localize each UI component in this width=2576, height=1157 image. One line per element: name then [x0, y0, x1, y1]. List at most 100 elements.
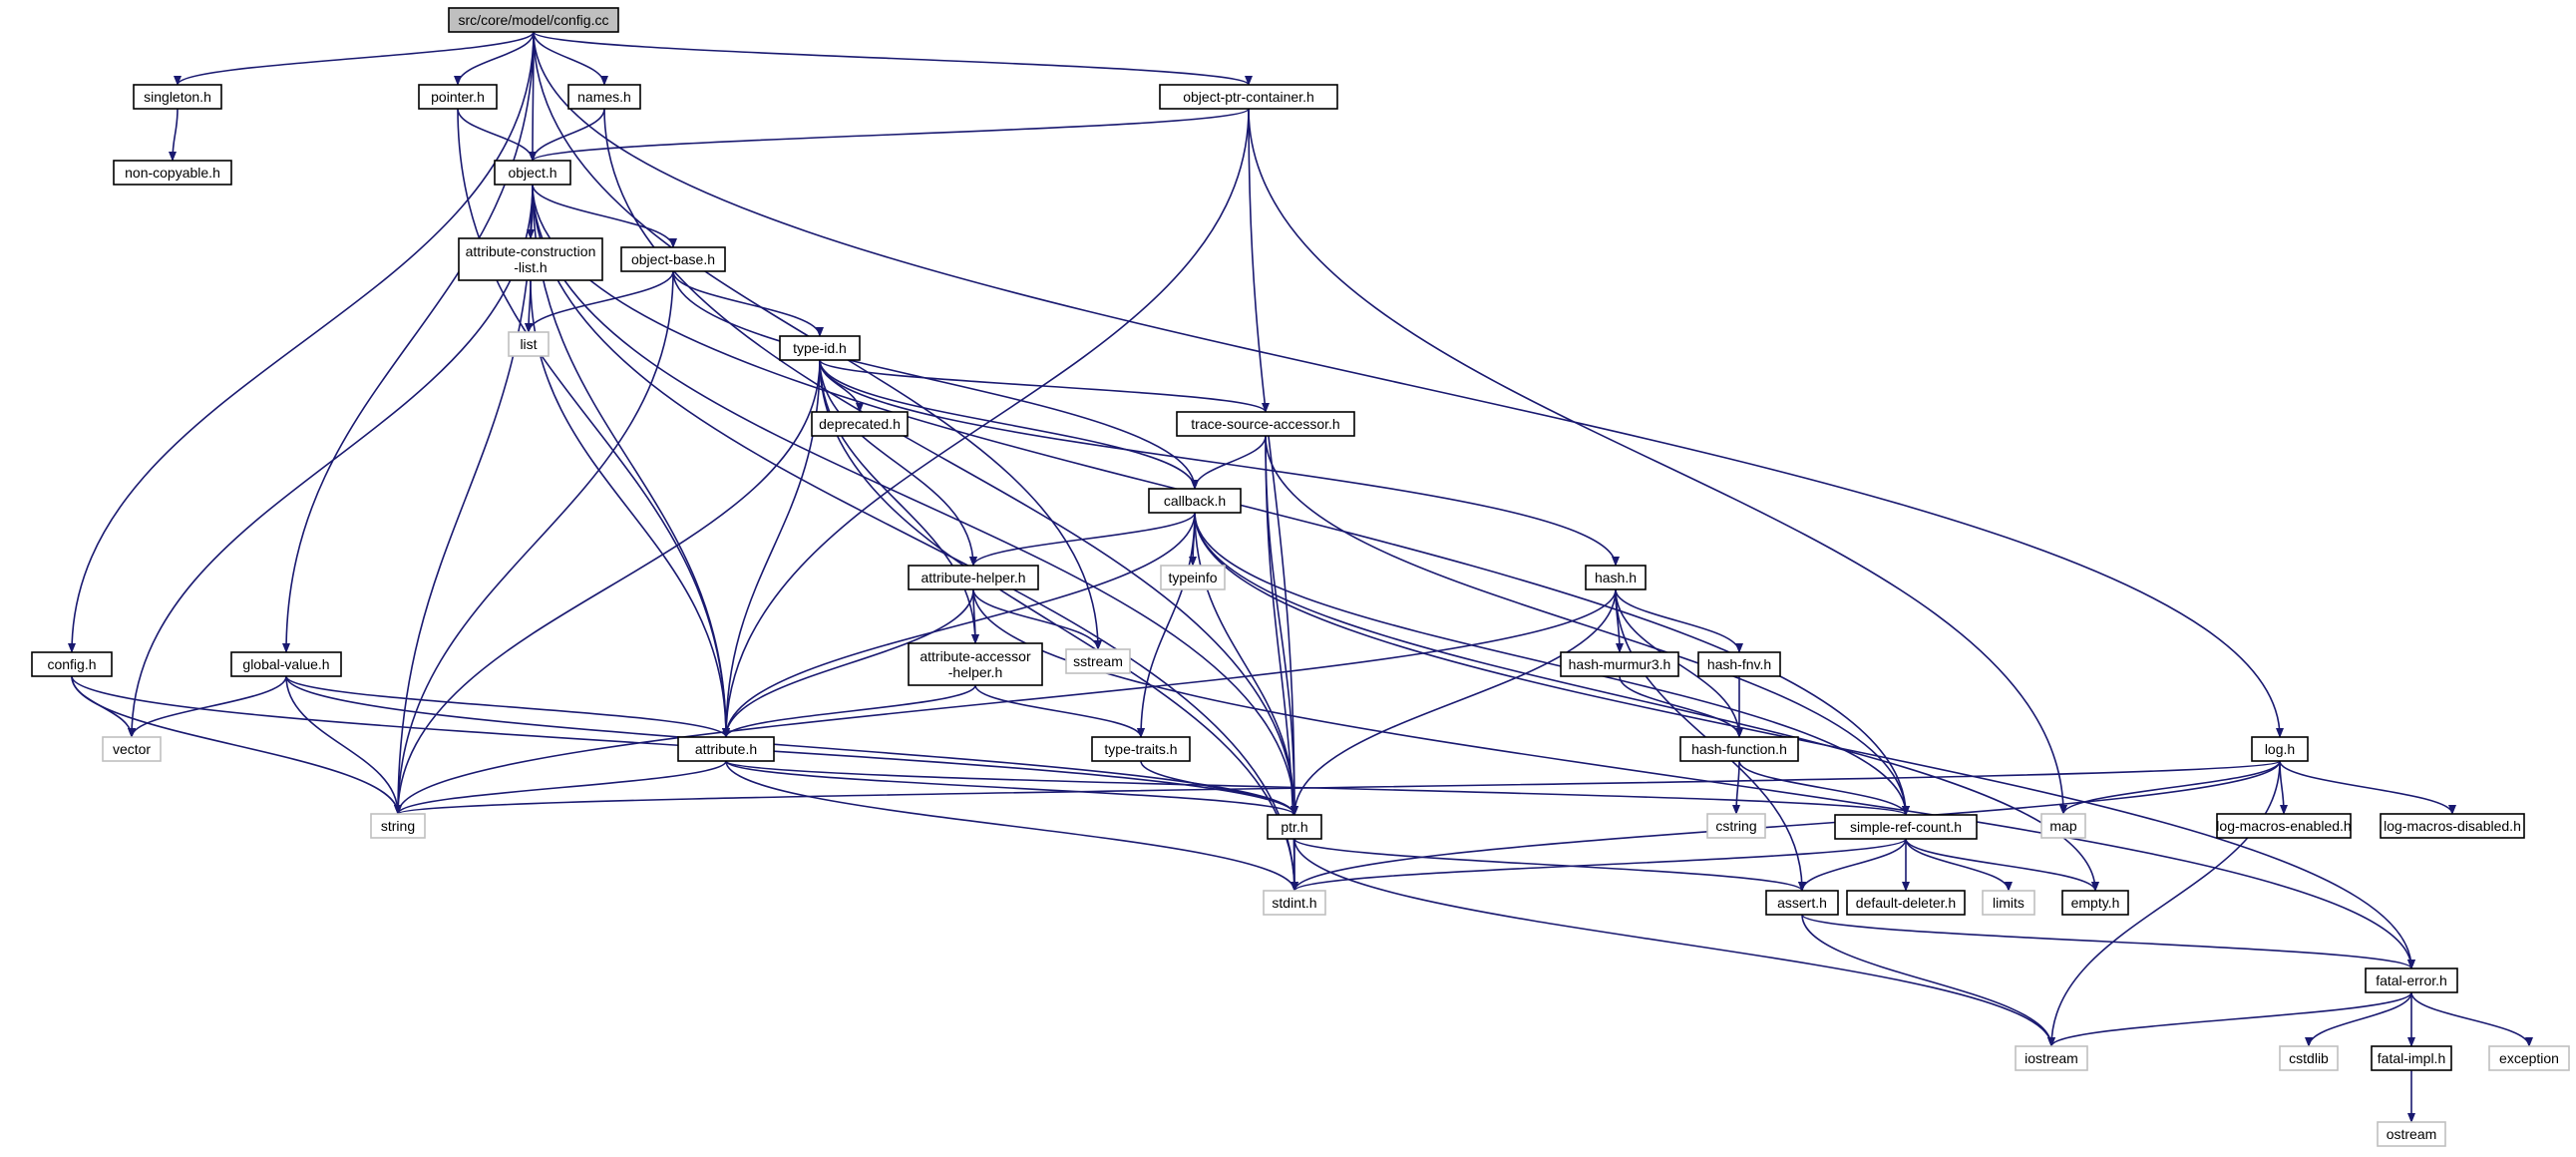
node-singleton-h[interactable]: singleton.h — [133, 84, 222, 110]
node-type-id-h[interactable]: type-id.h — [779, 335, 861, 361]
node-iostream: iostream — [2015, 1045, 2088, 1071]
node-label: attribute.h — [695, 741, 757, 757]
node-box — [1148, 488, 1242, 514]
node-label: string — [381, 818, 415, 834]
node-box — [1834, 814, 1978, 840]
node-attribute-accessor-helper-h[interactable]: attribute-accessor-helper.h — [908, 642, 1043, 686]
node-type-traits-h[interactable]: type-traits.h — [1091, 736, 1191, 762]
node-non-copyable-h[interactable]: non-copyable.h — [113, 160, 232, 186]
node-label: hash-function.h — [1691, 741, 1787, 757]
node-object-base-h[interactable]: object-base.h — [620, 246, 726, 272]
edge-object-h-to-vector — [128, 184, 534, 738]
node-pointer-h[interactable]: pointer.h — [418, 84, 498, 110]
edge-simple-ref-count-h-to-empty-h — [1905, 838, 2099, 892]
node-object-h[interactable]: object.h — [494, 160, 571, 186]
node-box — [2371, 1045, 2452, 1071]
node-assert-h[interactable]: assert.h — [1765, 890, 1839, 916]
edge-ptr-h-to-assert-h — [1293, 838, 1806, 892]
node-label: hash-murmur3.h — [1569, 656, 1671, 672]
node-ptr-h[interactable]: ptr.h — [1267, 814, 1322, 840]
node-label: pointer.h — [431, 89, 485, 105]
node-hash-h[interactable]: hash.h — [1585, 565, 1647, 590]
node-label: stdint.h — [1272, 895, 1316, 911]
edge-type-id-h-to-attribute-helper-h — [819, 359, 977, 567]
node-box — [133, 84, 222, 110]
node-src-core-model-config-cc[interactable]: src/core/model/config.cc — [448, 7, 619, 33]
node-label: typeinfo — [1168, 570, 1217, 585]
edge-hash-murmur3-h-to-hash-function-h — [1619, 675, 1743, 738]
node-sstream: sstream — [1065, 648, 1131, 674]
node-attribute-helper-h[interactable]: attribute-helper.h — [908, 565, 1039, 590]
edge-names-h-to-ptr-h — [603, 108, 1298, 816]
edge-fatal-error-h-to-cstdlib — [2305, 991, 2412, 1047]
node-label: object-ptr-container.h — [1183, 89, 1314, 105]
edge-names-h-to-object-h — [529, 108, 605, 162]
edge-src-core-model-config-cc-to-global-value-h — [282, 31, 535, 653]
node-trace-source-accessor-h[interactable]: trace-source-accessor.h — [1176, 411, 1355, 437]
node-default-deleter-h[interactable]: default-deleter.h — [1846, 890, 1966, 916]
node-attribute-h[interactable]: attribute.h — [677, 736, 775, 762]
node-label: config.h — [47, 656, 96, 672]
edge-object-h-to-string — [394, 184, 534, 815]
node-label: object-base.h — [631, 251, 715, 267]
node-config-h[interactable]: config.h — [31, 651, 113, 677]
node-empty-h[interactable]: empty.h — [2061, 890, 2129, 916]
node-label: non-copyable.h — [125, 165, 220, 181]
edge-hash-function-h-to-simple-ref-count-h — [1738, 760, 1910, 816]
node-stdint-h: stdint.h — [1263, 890, 1326, 916]
node-log-macros-enabled-h[interactable]: log-macros-enabled.h — [2216, 813, 2352, 839]
node-box — [908, 642, 1043, 686]
edge-type-id-h-to-attribute-accessor-helper-h — [819, 359, 979, 644]
node-box — [1585, 565, 1647, 590]
node-box — [2365, 967, 2458, 993]
node-box — [908, 565, 1039, 590]
node-box — [1160, 565, 1226, 590]
node-box — [1697, 651, 1781, 677]
edge-singleton-h-to-non-copyable-h — [169, 108, 179, 162]
node-log-h[interactable]: log.h — [2251, 736, 2309, 762]
node-box — [230, 651, 342, 677]
node-exception: exception — [2488, 1045, 2570, 1071]
node-label: exception — [2499, 1050, 2559, 1066]
node-box — [2216, 813, 2352, 839]
node-label: global-value.h — [242, 656, 329, 672]
edge-callback-h-to-simple-ref-count-h — [1194, 512, 1910, 816]
node-callback-h[interactable]: callback.h — [1148, 488, 1242, 514]
edge-type-id-h-to-hash-h — [819, 359, 1620, 567]
node-object-ptr-container-h[interactable]: object-ptr-container.h — [1159, 84, 1338, 110]
edge-callback-h-to-ptr-h — [1194, 512, 1298, 816]
node-fatal-impl-h[interactable]: fatal-impl.h — [2371, 1045, 2452, 1071]
node-label: vector — [113, 741, 151, 757]
edge-callback-h-to-fatal-error-h — [1194, 512, 2415, 969]
node-box — [1159, 84, 1338, 110]
node-box — [418, 84, 498, 110]
node-box — [458, 237, 603, 281]
node-label: log-macros-disabled.h — [2384, 818, 2521, 834]
node-global-value-h[interactable]: global-value.h — [230, 651, 342, 677]
node-label: list — [520, 336, 537, 352]
node-deprecated-h[interactable]: deprecated.h — [811, 411, 909, 437]
node-cstring: cstring — [1706, 813, 1766, 839]
edge-type-traits-h-to-ptr-h — [1140, 760, 1298, 816]
node-attribute-construction-list-h[interactable]: attribute-construction-list.h — [458, 237, 603, 281]
node-log-macros-disabled-h[interactable]: log-macros-disabled.h — [2380, 813, 2525, 839]
node-hash-murmur3-h[interactable]: hash-murmur3.h — [1560, 651, 1679, 677]
edge-fatal-error-h-to-exception — [2410, 991, 2533, 1047]
node-hash-function-h[interactable]: hash-function.h — [1679, 736, 1799, 762]
node-simple-ref-count-h[interactable]: simple-ref-count.h — [1834, 814, 1978, 840]
node-hash-fnv-h[interactable]: hash-fnv.h — [1697, 651, 1781, 677]
edge-object-ptr-container-h-to-object-h — [529, 108, 1250, 162]
node-box — [1679, 736, 1799, 762]
edge-type-id-h-to-callback-h — [819, 359, 1199, 490]
node-label: cstring — [1715, 818, 1756, 834]
node-box — [1982, 890, 2035, 916]
edge-log-h-to-string — [394, 760, 2281, 815]
node-box — [1176, 411, 1355, 437]
node-fatal-error-h[interactable]: fatal-error.h — [2365, 967, 2458, 993]
node-names-h[interactable]: names.h — [567, 84, 641, 110]
edge-trace-source-accessor-h-to-callback-h — [1191, 435, 1267, 490]
node-box — [2251, 736, 2309, 762]
node-box — [1267, 814, 1322, 840]
edge-src-core-model-config-cc-to-pointer-h — [454, 31, 535, 86]
